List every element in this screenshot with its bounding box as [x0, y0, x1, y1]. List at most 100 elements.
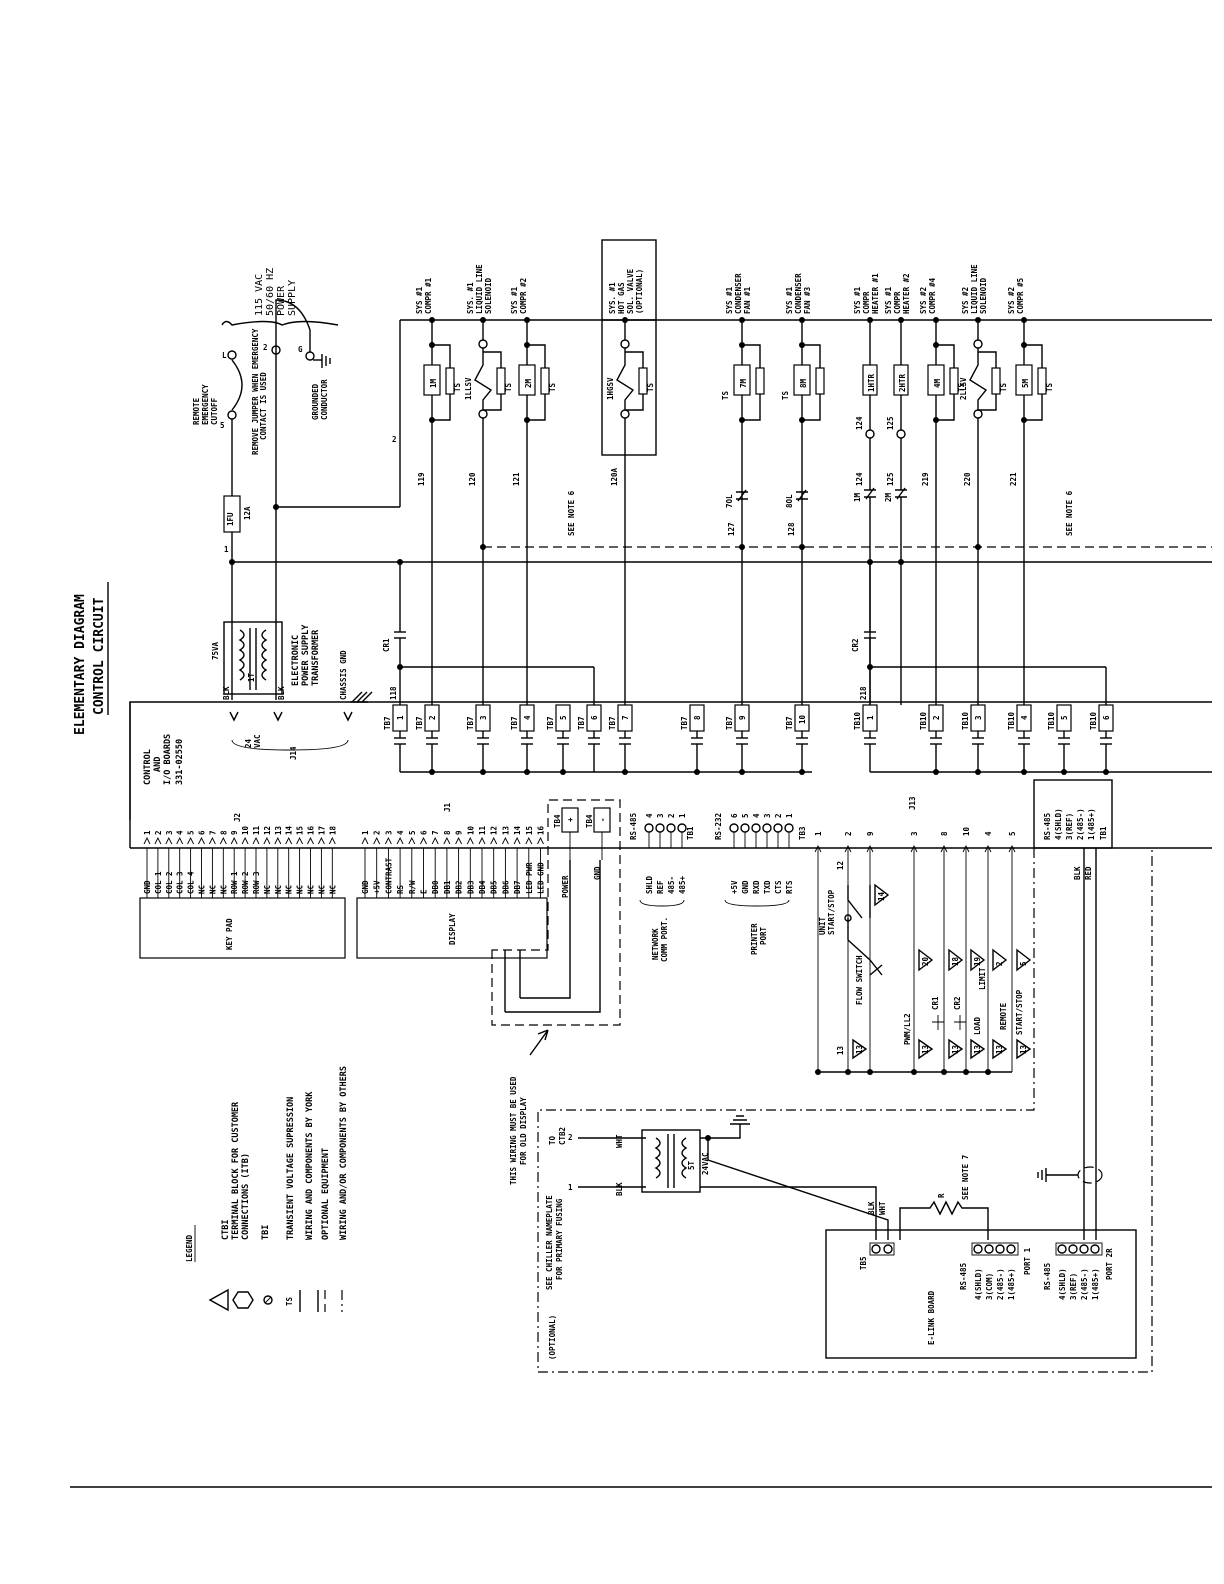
pin-number: 15	[525, 826, 534, 835]
svg-text:331-02550: 331-02550	[175, 739, 185, 785]
pin-name: NC	[328, 885, 337, 894]
tvs-triangle	[992, 948, 1008, 972]
optional-label: (OPTIONAL)	[548, 1315, 557, 1360]
pin-number: 3	[910, 831, 919, 836]
flow-switch-label: FLOW SWITCH	[855, 955, 864, 1005]
pin-number: 17	[317, 826, 326, 835]
pin-number: 2	[774, 813, 783, 818]
load-label: FAN #1	[743, 286, 752, 314]
legend-text: WIRING AND COMPONENTS BY YORK	[305, 1091, 315, 1240]
pin-name: GND	[361, 880, 370, 894]
optional-boundary	[537, 848, 1153, 1373]
minus: -	[598, 817, 607, 822]
pin-number: 12	[490, 826, 499, 835]
wire-number: 125	[886, 416, 895, 430]
ts-suppressor	[445, 367, 455, 395]
terminal-hex	[896, 429, 906, 439]
load-label: HEATER #2	[902, 273, 911, 314]
rs485-label: RS-485	[1043, 813, 1052, 840]
load-label: SYS #1	[725, 286, 734, 314]
fuse-note: FOR PRIMARY FUSING	[555, 1198, 564, 1280]
ts-label: TS	[999, 382, 1008, 392]
tb-label: TB10	[1047, 711, 1056, 730]
svg-text:WHT: WHT	[615, 1134, 624, 1148]
pin-number: 11	[252, 825, 261, 835]
ts-label: TS	[781, 390, 790, 400]
pin-number: 9	[866, 831, 875, 836]
pin-name: DB4	[478, 880, 487, 894]
pin-name: NC	[285, 885, 294, 894]
pin-number: 9	[230, 830, 239, 835]
svg-text:115 VAC: 115 VAC	[254, 274, 265, 316]
relay-cr1: CR1 118	[382, 562, 595, 705]
pin-name: DB5	[490, 880, 499, 894]
pin-number: 18	[328, 825, 337, 835]
tb-label: TB7	[577, 716, 586, 730]
pin-name: 1(485+)	[1087, 808, 1096, 840]
terminal-number: 1	[866, 715, 875, 720]
pin-number: 15	[296, 826, 305, 835]
cr1-label: CR1	[931, 996, 940, 1010]
flow-switch	[847, 939, 883, 976]
red-label: RED	[1084, 866, 1093, 880]
svg-text:CONTROL: CONTROL	[143, 749, 153, 785]
tb-label: TB7	[608, 716, 617, 730]
j1-label: J1	[443, 802, 452, 812]
pin-name: GND	[741, 880, 750, 894]
pin-name: DB3	[466, 880, 475, 894]
tvs-triangle	[852, 1038, 868, 1060]
ts-symbol: TS	[285, 1296, 294, 1306]
comm-terminal	[784, 823, 794, 833]
device-id: 1M	[429, 378, 438, 388]
svg-text:ELECTRONIC: ELECTRONIC	[291, 635, 301, 686]
pin-number: 2	[154, 830, 163, 835]
pin-name: LED GND	[537, 862, 546, 894]
pin-name: TXD	[763, 880, 772, 894]
svg-text:BLK: BLK	[222, 686, 231, 700]
pin-name: CTS	[774, 880, 783, 894]
comm-terminal	[729, 823, 739, 833]
tb-label: TB10	[1089, 711, 1098, 730]
svg-text:BLK: BLK	[277, 686, 286, 700]
pin-number: 12	[263, 826, 272, 835]
pin-name: SHLD	[645, 875, 654, 894]
pin-name: NC	[317, 885, 326, 894]
svg-text:G: G	[298, 345, 303, 354]
load-label: COMPR #2	[519, 278, 528, 314]
svg-text:R: R	[937, 1193, 946, 1198]
svg-text:J14: J14	[289, 746, 298, 760]
ts-label: TS	[646, 382, 655, 392]
legend-text: TERMINAL BLOCK FOR CUSTOMER	[231, 1101, 241, 1240]
pin-name: 4(SHLD)	[1054, 808, 1063, 840]
triangle-symbol	[208, 1288, 229, 1312]
svg-text:SUPPLY: SUPPLY	[287, 280, 298, 316]
pin-name: R/W	[408, 880, 417, 894]
load-label: SYS #1	[884, 286, 893, 314]
wire-12: 12	[836, 861, 845, 870]
svg-text:SEE NOTE 6: SEE NOTE 6	[1065, 490, 1074, 536]
pin-number: 6	[420, 830, 429, 835]
load-label: CONDENSER	[794, 273, 803, 314]
triangle-number: 5	[1019, 961, 1028, 966]
load-label: COMPR #5	[1016, 278, 1025, 314]
ts-label: TS	[1045, 382, 1054, 392]
triangle-number: 14	[877, 891, 886, 901]
overload-label: 8OL	[785, 494, 794, 508]
pin-name: NC	[307, 885, 316, 894]
diagram-subtitle: CONTROL CIRCUIT	[92, 597, 107, 715]
comm-terminal	[677, 823, 687, 833]
pin-number: 5	[741, 813, 750, 818]
port2-label: PORT 2R	[1105, 1248, 1114, 1280]
triangle-number: 13	[951, 1044, 960, 1054]
elink-board	[825, 1229, 1137, 1359]
load-label: LIQUID LINE	[970, 264, 979, 314]
comm-terminal	[655, 823, 665, 833]
